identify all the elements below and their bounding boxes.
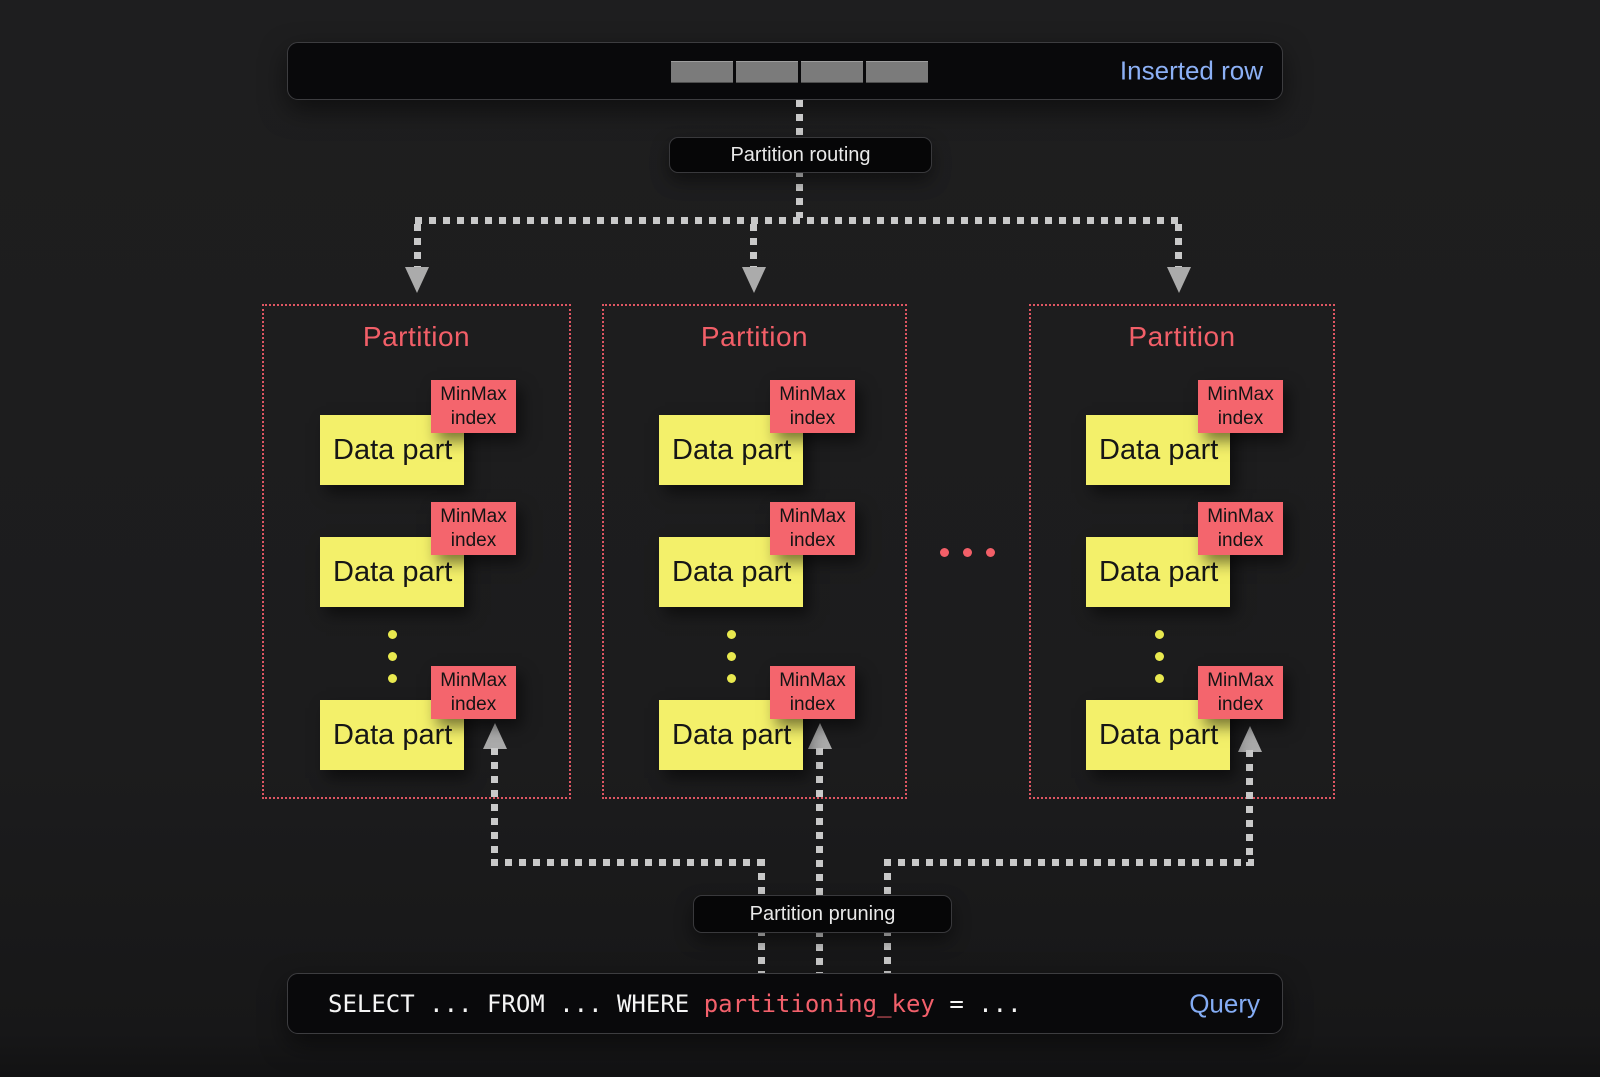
row-segment [736, 61, 798, 83]
branch-connector [415, 217, 1183, 224]
pruning-elbow-right [884, 859, 1254, 866]
arrow-up-icon [808, 723, 832, 749]
ellipsis-dot [1155, 674, 1164, 683]
minmax-index-tag: MinMax index [770, 380, 855, 433]
inserted-row-panel: Inserted row [287, 42, 1283, 100]
minmax-index-tag: MinMax index [1198, 666, 1283, 719]
arrow-down-icon [405, 267, 429, 293]
minmax-index-tag: MinMax index [1198, 380, 1283, 433]
partition-box-2: Partition MinMax index Data part MinMax … [602, 304, 907, 799]
inserted-row-label: Inserted row [1119, 55, 1263, 86]
arrow-up-icon [1238, 726, 1262, 752]
data-part-box: Data part [1086, 415, 1230, 485]
minmax-index-tag: MinMax index [431, 666, 516, 719]
sql-partitioning-key: partitioning_key [703, 989, 935, 1018]
query-label: Query [1189, 988, 1260, 1018]
ellipsis-dot [727, 652, 736, 661]
sql-suffix: = ... [934, 989, 1022, 1018]
query-sql: SELECT ... FROM ... WHERE partitioning_k… [328, 990, 1022, 1018]
minmax-index-tag: MinMax index [431, 502, 516, 555]
ellipsis-dot [388, 630, 397, 639]
ellipsis-dot [1155, 630, 1164, 639]
row-segment [801, 61, 863, 83]
data-part-box: Data part [320, 700, 464, 770]
arrow-down-icon [742, 267, 766, 293]
partition-title: Partition [700, 321, 809, 352]
more-partitions-dot [986, 548, 995, 557]
branch-drop-left [414, 224, 421, 268]
ellipsis-dot [1155, 652, 1164, 661]
more-partitions-dot [940, 548, 949, 557]
query-panel: SELECT ... FROM ... WHERE partitioning_k… [287, 973, 1283, 1034]
more-partitions-dot [963, 548, 972, 557]
arrow-up-icon [483, 723, 507, 749]
sql-prefix: SELECT ... FROM ... WHERE [328, 989, 704, 1018]
pruning-elbow-left [491, 859, 766, 866]
minmax-index-tag: MinMax index [431, 380, 516, 433]
minmax-index-tag: MinMax index [770, 666, 855, 719]
minmax-index-tag: MinMax index [770, 502, 855, 555]
pruning-connector-left [491, 748, 498, 866]
partition-title: Partition [1128, 321, 1236, 352]
arrow-down-icon [1167, 267, 1191, 293]
ellipsis-dot [727, 630, 736, 639]
pruning-connector-middle [816, 748, 823, 973]
row-segment [866, 61, 928, 83]
partition-box-3: Partition MinMax index Data part MinMax … [1029, 304, 1335, 799]
row-segment [671, 61, 733, 83]
partition-routing-label: Partition routing [669, 137, 932, 173]
ellipsis-dot [388, 674, 397, 683]
inserted-row-segments [671, 61, 928, 83]
minmax-index-tag: MinMax index [1198, 502, 1283, 555]
partition-title: Partition [362, 321, 471, 352]
partition-box-1: Partition MinMax index Data part MinMax … [262, 304, 571, 799]
partition-pruning-label: Partition pruning [693, 895, 952, 933]
branch-drop-right [1175, 224, 1182, 268]
ellipsis-dot [727, 674, 736, 683]
pruning-connector-right [1246, 750, 1253, 866]
ellipsis-dot [388, 652, 397, 661]
branch-drop-middle [750, 224, 757, 268]
